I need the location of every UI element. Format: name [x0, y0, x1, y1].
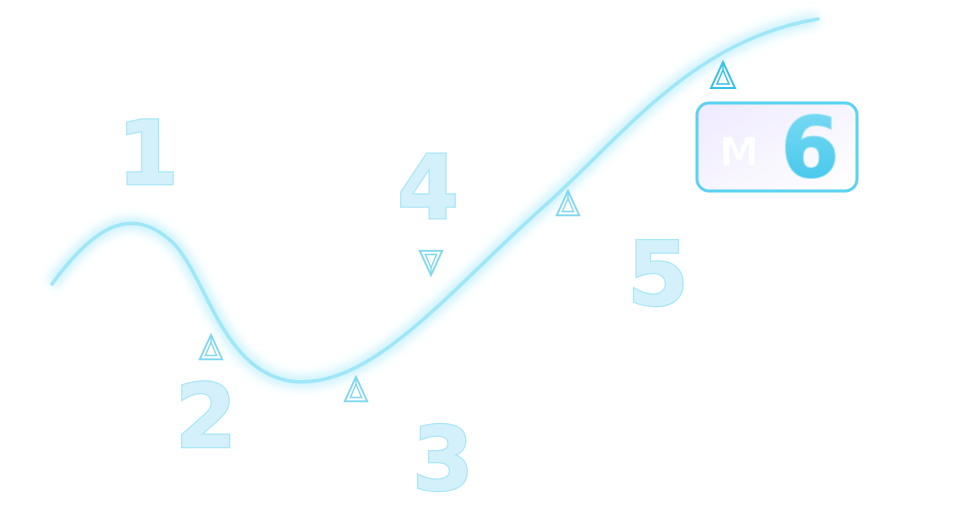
current-step-badge[interactable]: M 6 [695, 98, 859, 198]
person-icon [343, 375, 369, 403]
person-icon [710, 61, 736, 89]
step-1-label: 1 [117, 102, 178, 205]
current-step-prefix: M [719, 130, 759, 176]
journey-path [47, 13, 820, 388]
person-icon [418, 249, 444, 277]
step-5-label: 5 [627, 223, 688, 326]
step-2-label: 2 [175, 365, 236, 468]
person-icon [198, 333, 224, 361]
current-step-number: 6 [781, 99, 839, 197]
step-3-label: 3 [412, 408, 473, 511]
step-4-label: 4 [397, 136, 458, 239]
